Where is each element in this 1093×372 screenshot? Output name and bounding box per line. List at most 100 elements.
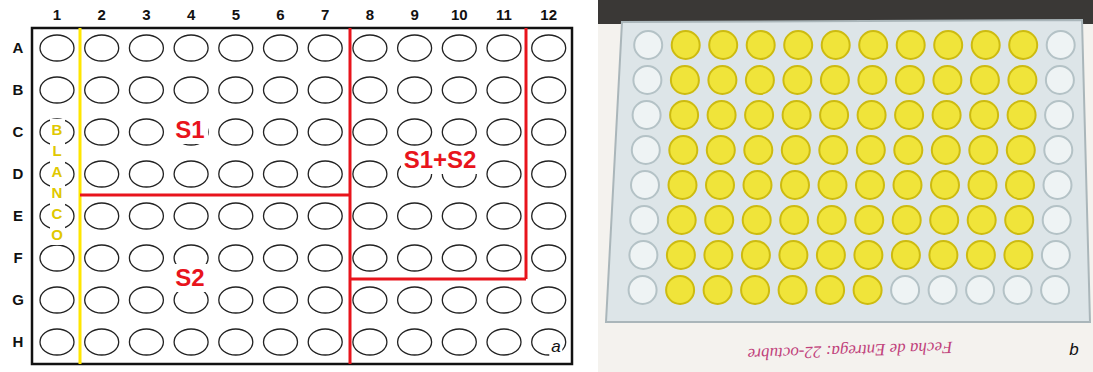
photo-well — [819, 136, 847, 164]
photo-well — [817, 241, 845, 269]
well — [353, 287, 387, 313]
well — [85, 329, 119, 355]
photo-well — [822, 31, 850, 59]
well — [85, 287, 119, 313]
photo-well — [968, 206, 996, 234]
photo-well — [634, 31, 662, 59]
photo-well — [1004, 276, 1032, 304]
well — [174, 203, 208, 229]
photo-well — [857, 136, 885, 164]
plate-border — [32, 28, 572, 364]
well — [85, 119, 119, 145]
region-divider — [349, 28, 352, 364]
well — [398, 245, 432, 271]
well — [353, 203, 387, 229]
photo-well — [633, 101, 661, 129]
plate-photo — [598, 0, 1093, 372]
well — [353, 119, 387, 145]
photo-well — [709, 31, 737, 59]
well — [174, 35, 208, 61]
column-number: 6 — [274, 7, 286, 24]
well — [40, 287, 74, 313]
photo-well — [742, 241, 770, 269]
column-number: 8 — [364, 7, 376, 24]
photo-well — [855, 206, 883, 234]
photo-well — [931, 171, 959, 199]
handwritten-note: Fecha de Entrega: 22-octubre — [745, 337, 955, 363]
well — [264, 77, 298, 103]
row-letter: G — [10, 292, 26, 309]
photo-well — [1045, 101, 1073, 129]
photo-well — [1009, 31, 1037, 59]
well — [174, 77, 208, 103]
well — [129, 161, 163, 187]
photo-well — [672, 31, 700, 59]
column-number: 3 — [140, 7, 152, 24]
photo-well — [741, 276, 769, 304]
photo-well — [896, 66, 924, 94]
photo-well — [930, 206, 958, 234]
photo-well — [780, 206, 808, 234]
photo-well — [1008, 66, 1036, 94]
photo-well — [969, 136, 997, 164]
photo-well — [821, 66, 849, 94]
well — [398, 329, 432, 355]
photo-well — [744, 171, 772, 199]
well — [85, 77, 119, 103]
well — [264, 287, 298, 313]
photo-well — [630, 206, 658, 234]
photo-well — [1041, 276, 1069, 304]
photo-well — [932, 136, 960, 164]
photo-well — [629, 276, 657, 304]
photo-well — [894, 171, 922, 199]
well — [40, 245, 74, 271]
well — [398, 203, 432, 229]
photo-well — [1007, 136, 1035, 164]
photo-well — [1004, 241, 1032, 269]
well — [85, 35, 119, 61]
well — [442, 35, 476, 61]
well — [219, 35, 253, 61]
region-label: S2 — [172, 264, 207, 292]
well — [129, 245, 163, 271]
panel-letter: b — [1067, 341, 1080, 360]
well — [264, 119, 298, 145]
blank-column: BLANCO — [50, 119, 65, 245]
photo-well — [820, 101, 848, 129]
photo-well — [708, 66, 736, 94]
well — [174, 161, 208, 187]
photo-well — [708, 101, 736, 129]
region-label: S1+S2 — [401, 146, 480, 174]
paper — [598, 0, 1093, 372]
well — [129, 119, 163, 145]
well — [532, 77, 566, 103]
photo-well — [858, 101, 886, 129]
well — [442, 287, 476, 313]
well — [85, 245, 119, 271]
photo-well — [894, 136, 922, 164]
well — [308, 77, 342, 103]
photo-well — [933, 101, 961, 129]
photo-well — [746, 66, 774, 94]
well — [487, 161, 521, 187]
photo-well — [895, 101, 923, 129]
sample-region: S2 — [172, 264, 207, 292]
photo-well — [667, 241, 695, 269]
well — [487, 329, 521, 355]
row-letter: H — [11, 334, 26, 351]
photo-well — [891, 276, 919, 304]
photo-well — [747, 31, 775, 59]
row-letter: A — [11, 40, 26, 57]
well — [308, 203, 342, 229]
column-number: 7 — [319, 7, 331, 24]
well — [532, 161, 566, 187]
photo-well — [1006, 171, 1034, 199]
region-divider — [525, 28, 528, 279]
well — [85, 203, 119, 229]
photo-well — [704, 241, 732, 269]
well — [442, 245, 476, 271]
region-divider — [350, 278, 526, 281]
well — [264, 203, 298, 229]
photo-well — [967, 241, 995, 269]
